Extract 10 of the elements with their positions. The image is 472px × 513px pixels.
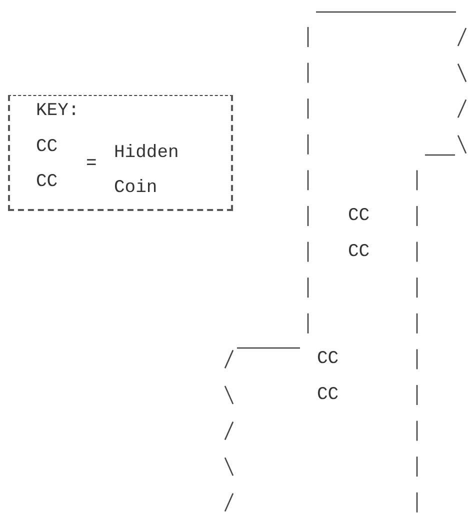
coin-label: CC	[317, 348, 339, 370]
key-meaning: Hidden Coin	[114, 142, 180, 200]
coin-label: CC	[317, 384, 339, 406]
coin-label: CC	[348, 205, 370, 227]
coin-label: CC	[348, 240, 370, 263]
key-box	[8, 95, 233, 211]
coin-symbol: CC	[36, 171, 58, 193]
coin-symbol: CC	[36, 136, 58, 158]
equals-sign: =	[86, 153, 97, 175]
key-heading: KEY:	[36, 100, 80, 122]
